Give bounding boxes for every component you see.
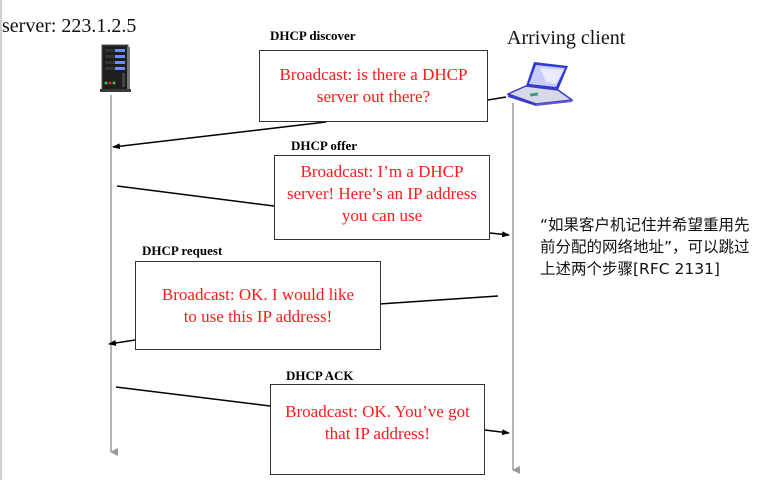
dhcp-discover-label: DHCP discover xyxy=(270,28,356,43)
dhcp-discover-text-1: Broadcast: is there a DHCP xyxy=(279,65,468,84)
dhcp-request-box: Broadcast: OK. I would like to use this … xyxy=(135,261,381,350)
request-arrow xyxy=(108,339,136,346)
offer-arrow-start xyxy=(116,185,275,207)
dhcp-ack-text-2: that IP address! xyxy=(324,423,431,443)
dhcp-request-text-2: to use this IP address! xyxy=(183,306,333,326)
dhcp-offer-box: Broadcast: I’m a DHCP server! Here’s an … xyxy=(274,155,490,240)
discover-arrow-start xyxy=(487,96,507,101)
discover-arrow xyxy=(112,121,327,150)
slide-edge xyxy=(0,0,2,480)
dhcp-offer-text-3: you can use xyxy=(341,205,423,225)
dhcp-ack-text-1: Broadcast: OK. You’ve got xyxy=(285,401,470,421)
dhcp-offer-label: DHCP offer xyxy=(291,138,358,153)
dhcp-ack-label: DHCP ACK xyxy=(286,368,354,383)
dhcp-offer-text-1: Broadcast: I’m a DHCP xyxy=(300,161,464,181)
ack-arrow xyxy=(484,429,510,436)
laptop-icon xyxy=(506,62,574,106)
request-arrow-start xyxy=(379,295,499,305)
dhcp-request-text-1: Broadcast: OK. I would like xyxy=(161,284,355,304)
ack-arrow-start xyxy=(115,386,271,407)
dhcp-discover-box: Broadcast: is there a DHCP server out th… xyxy=(259,50,488,122)
skip-steps-note: “如果客户机记住并希望重用先前分配的网络地址”，可以跳过上述两个步骤[RFC 2… xyxy=(540,216,750,278)
client-label: Arriving client xyxy=(507,27,626,49)
dhcp-ack-box: Broadcast: OK. You’ve got that IP addres… xyxy=(270,384,485,475)
server-label: server: 223.1.2.5 xyxy=(2,15,137,37)
dhcp-request-label: DHCP request xyxy=(142,243,223,258)
server-tower-icon xyxy=(100,44,131,92)
offer-arrow xyxy=(489,231,510,238)
dhcp-discover-text-2: server out there? xyxy=(316,87,431,106)
dhcp-offer-text-2: server! Here’s an IP address xyxy=(286,183,478,203)
